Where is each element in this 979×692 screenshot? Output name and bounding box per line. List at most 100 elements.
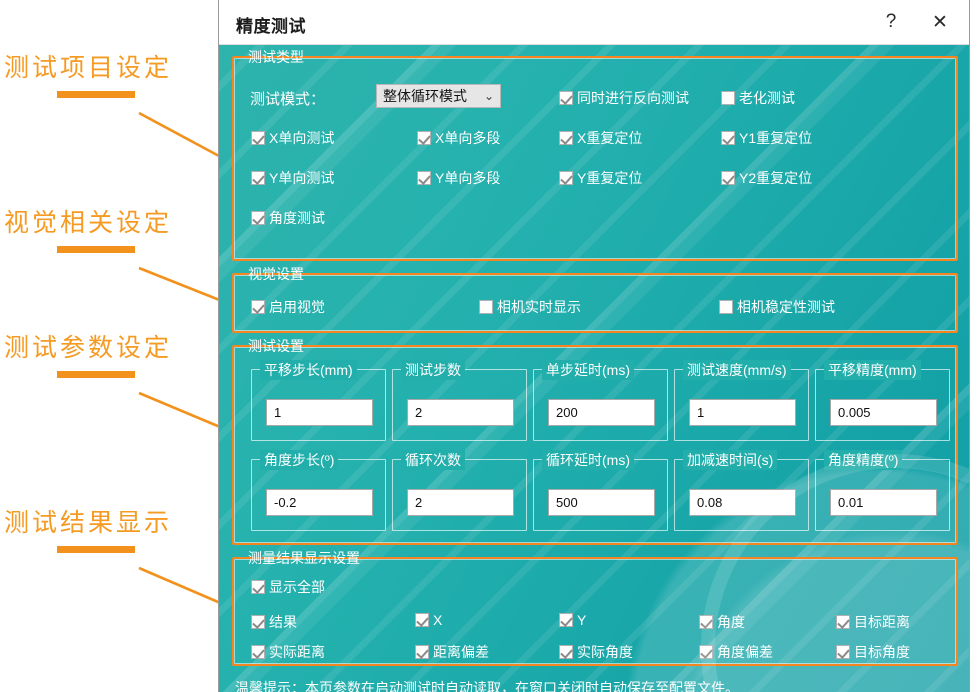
annotation-4: 测试结果显示 <box>0 503 218 553</box>
checkbox-label: 相机实时显示 <box>497 299 581 315</box>
checkbox-y1-repeat[interactable]: Y1重复定位 <box>721 128 812 148</box>
annotation-1: 测试项目设定 <box>0 48 218 98</box>
input-test-speed[interactable]: 1 <box>689 399 796 426</box>
checkbox-label: Y单向测试 <box>269 170 335 186</box>
checkbox-box <box>721 131 735 145</box>
checkbox-box <box>559 171 573 185</box>
input-accel-time[interactable]: 0.08 <box>689 489 796 516</box>
param-group-test-steps: 测试步数 2 <box>392 360 527 441</box>
param-label: 角度精度(º) <box>824 450 903 470</box>
checkbox-y-multisegment[interactable]: Y单向多段 <box>417 168 500 188</box>
checkbox-box <box>251 300 265 314</box>
checkbox-box <box>479 300 493 314</box>
input-translation-step[interactable]: 1 <box>266 399 373 426</box>
footer-tip: 温馨提示：本页参数在启动测试时自动读取，在窗口关闭时自动保存至配置文件。 <box>235 680 739 692</box>
close-icon[interactable]: ✕ <box>917 0 963 44</box>
title-bar: 精度测试 ? ✕ <box>219 0 969 45</box>
checkbox-distance-deviation[interactable]: 距离偏差 <box>415 642 489 662</box>
checkbox-label: 老化测试 <box>739 90 795 106</box>
checkbox-angle[interactable]: 角度 <box>699 612 745 632</box>
checkbox-label: Y1重复定位 <box>739 130 813 146</box>
dialog-body: 测试类型 测试模式： 整体循环模式 ⌄ 同时进行反向测试 老化测试 <box>219 45 969 692</box>
checkbox-angle-deviation[interactable]: 角度偏差 <box>699 642 773 662</box>
param-label: 测试步数 <box>401 360 465 380</box>
checkbox-reverse-test[interactable]: 同时进行反向测试 <box>559 88 689 108</box>
checkbox-box <box>836 615 850 629</box>
checkbox-actual-distance[interactable]: 实际距离 <box>251 642 325 662</box>
help-icon[interactable]: ? <box>868 0 914 44</box>
annotation-label: 测试项目设定 <box>4 54 173 82</box>
checkbox-label: X <box>433 612 443 628</box>
group-inner-border <box>234 275 956 331</box>
checkbox-camera-stability[interactable]: 相机稳定性测试 <box>719 297 835 317</box>
checkbox-label: Y单向多段 <box>435 170 501 186</box>
checkbox-enable-vision[interactable]: 启用视觉 <box>251 297 325 317</box>
input-single-step-delay[interactable]: 200 <box>548 399 655 426</box>
checkbox-x-repeat[interactable]: X重复定位 <box>559 128 642 148</box>
annotation-underline <box>57 91 135 98</box>
checkbox-label: 实际距离 <box>269 644 325 660</box>
checkbox-label: X单向多段 <box>435 130 501 146</box>
input-cycle-count[interactable]: 2 <box>407 489 514 516</box>
checkbox-box <box>415 645 429 659</box>
checkbox-label: 启用视觉 <box>269 299 325 315</box>
group-title-test-type: 测试类型 <box>243 47 309 67</box>
checkbox-label: 目标距离 <box>854 614 910 630</box>
checkbox-x[interactable]: X <box>415 612 442 628</box>
param-group-translation-step: 平移步长(mm) 1 <box>251 360 386 441</box>
checkbox-label: 相机稳定性测试 <box>737 299 835 315</box>
checkbox-box <box>559 645 573 659</box>
param-group-angle-step: 角度步长(º) -0.2 <box>251 450 386 531</box>
param-group-cycle-delay: 循环延时(ms) 500 <box>533 450 668 531</box>
input-cycle-delay[interactable]: 500 <box>548 489 655 516</box>
param-label: 循环次数 <box>401 450 465 470</box>
checkbox-box <box>251 131 265 145</box>
checkbox-box <box>699 645 713 659</box>
checkbox-x-multisegment[interactable]: X单向多段 <box>417 128 500 148</box>
checkbox-angle-test[interactable]: 角度测试 <box>251 208 325 228</box>
checkbox-y2-repeat[interactable]: Y2重复定位 <box>721 168 812 188</box>
label-test-mode: 测试模式： <box>250 91 326 108</box>
chevron-down-icon: ⌄ <box>483 89 494 103</box>
checkbox-actual-angle[interactable]: 实际角度 <box>559 642 633 662</box>
annotation-label: 测试结果显示 <box>4 509 173 537</box>
checkbox-label: 实际角度 <box>577 644 633 660</box>
checkbox-box <box>699 615 713 629</box>
checkbox-y[interactable]: Y <box>559 612 586 628</box>
input-test-steps[interactable]: 2 <box>407 399 514 426</box>
dialog-window: 精度测试 ? ✕ 测试类型 测试模式： 整体循环模式 ⌄ 同时进行反向测试 <box>218 0 970 692</box>
annotation-2: 视觉相关设定 <box>0 203 218 253</box>
param-label: 平移精度(mm) <box>824 360 921 380</box>
test-mode-select[interactable]: 整体循环模式 ⌄ <box>376 84 501 108</box>
param-label: 循环延时(ms) <box>542 450 634 470</box>
param-group-angle-accuracy: 角度精度(º) 0.01 <box>815 450 950 531</box>
checkbox-label: 角度偏差 <box>717 644 773 660</box>
checkbox-x-unidirectional[interactable]: X单向测试 <box>251 128 334 148</box>
checkbox-target-distance[interactable]: 目标距离 <box>836 612 910 632</box>
checkbox-box <box>836 645 850 659</box>
annotation-underline <box>57 246 135 253</box>
group-vision-settings: 视觉设置 启用视觉 相机实时显示 相机稳定性测试 <box>232 266 958 333</box>
checkbox-show-all[interactable]: 显示全部 <box>251 577 325 597</box>
checkbox-box <box>721 171 735 185</box>
group-title-vision: 视觉设置 <box>243 264 309 284</box>
checkbox-aging-test[interactable]: 老化测试 <box>721 88 795 108</box>
checkbox-target-angle[interactable]: 目标角度 <box>836 642 910 662</box>
checkbox-result[interactable]: 结果 <box>251 612 297 632</box>
checkbox-box <box>559 91 573 105</box>
checkbox-box <box>415 613 429 627</box>
input-angle-step[interactable]: -0.2 <box>266 489 373 516</box>
param-label: 单步延时(ms) <box>542 360 634 380</box>
annotation-3: 测试参数设定 <box>0 328 218 378</box>
group-result-display: 测量结果显示设置 显示全部 结果 X Y <box>232 550 958 666</box>
window-title: 精度测试 <box>236 17 306 36</box>
checkbox-camera-live[interactable]: 相机实时显示 <box>479 297 581 317</box>
input-angle-accuracy[interactable]: 0.01 <box>830 489 937 516</box>
checkbox-y-repeat[interactable]: Y重复定位 <box>559 168 642 188</box>
input-translation-accuracy[interactable]: 0.005 <box>830 399 937 426</box>
checkbox-box <box>251 580 265 594</box>
checkbox-y-unidirectional[interactable]: Y单向测试 <box>251 168 334 188</box>
checkbox-box <box>251 171 265 185</box>
group-test-type: 测试类型 测试模式： 整体循环模式 ⌄ 同时进行反向测试 老化测试 <box>232 49 958 261</box>
